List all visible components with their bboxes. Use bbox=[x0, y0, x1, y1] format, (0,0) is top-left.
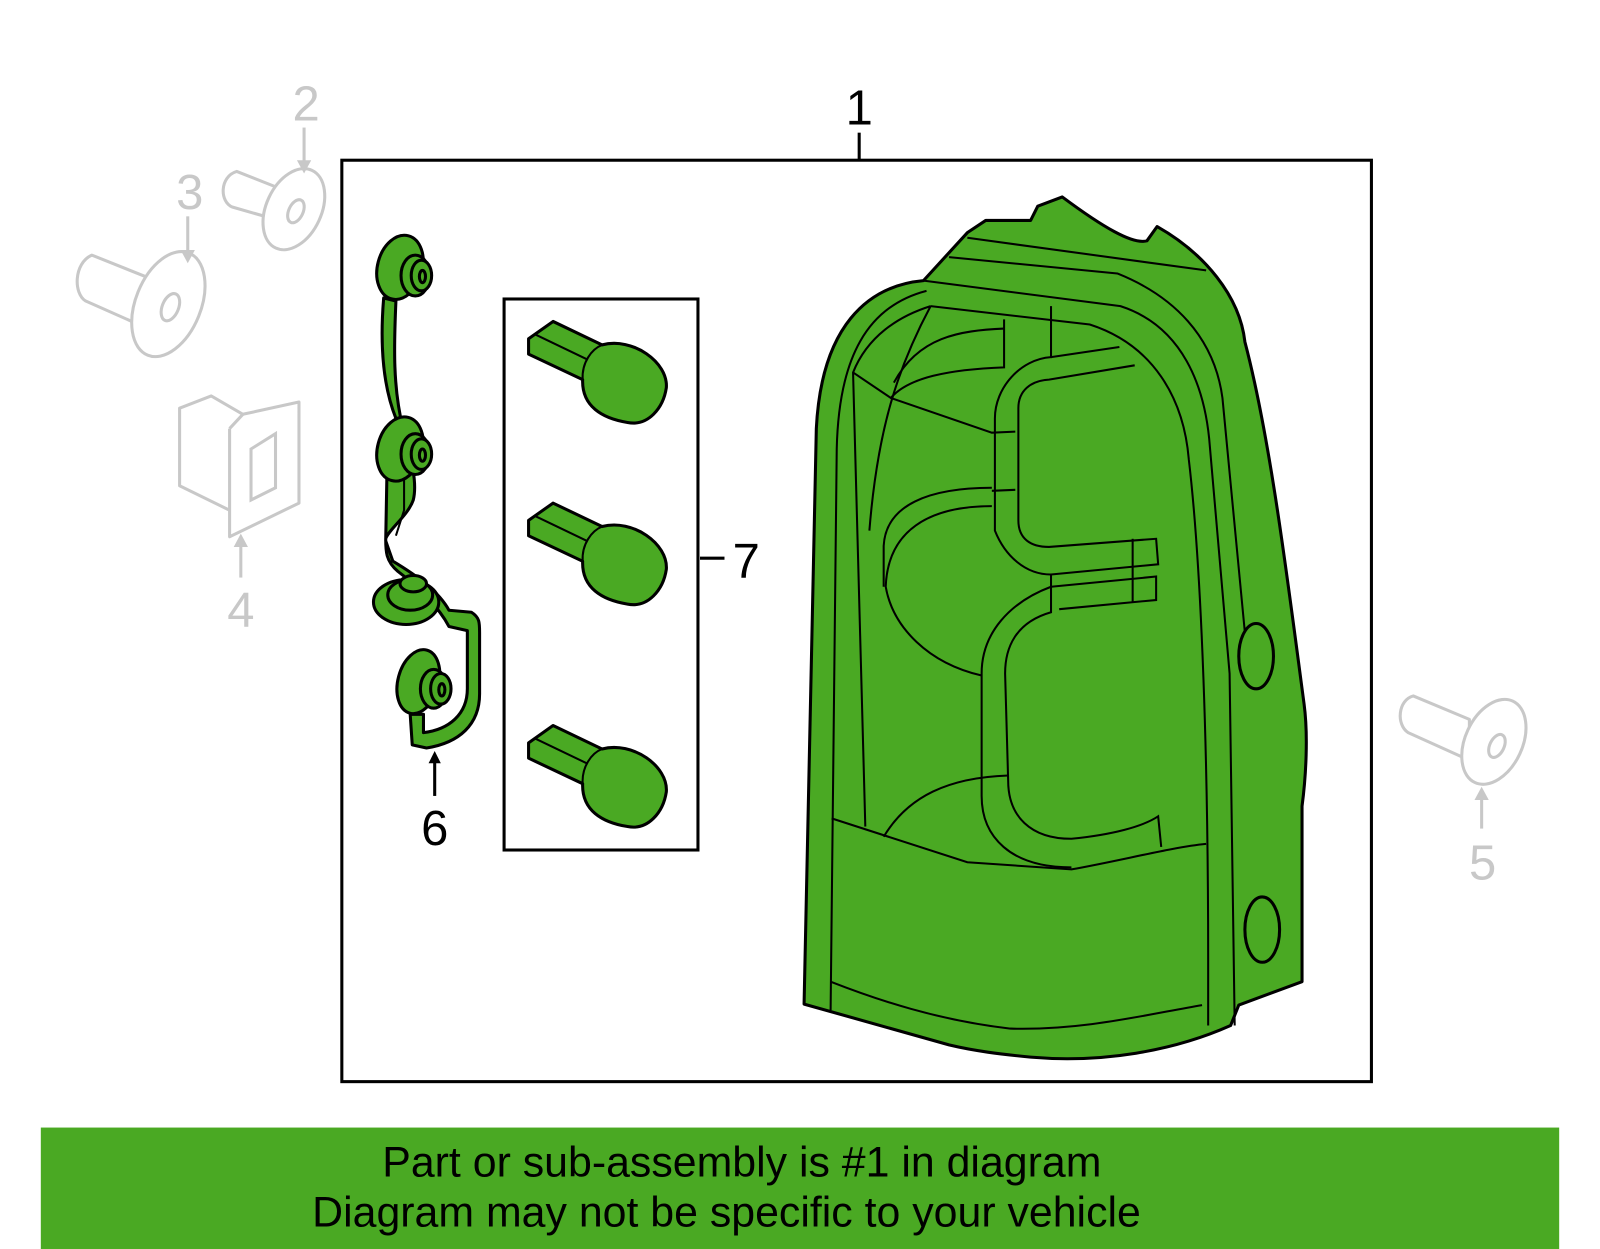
wiring-harness[interactable] bbox=[370, 230, 482, 750]
callout-3[interactable]: 3 bbox=[176, 166, 203, 220]
mount-boss-lower bbox=[1243, 895, 1282, 964]
callout-7[interactable]: 7 bbox=[733, 535, 760, 589]
fastener-5[interactable] bbox=[1398, 689, 1539, 795]
tail-lamp-assembly[interactable] bbox=[802, 195, 1308, 1061]
assembly-frame bbox=[340, 158, 1373, 1084]
banner-line-1: Part or sub-assembly is #1 in diagram bbox=[382, 1139, 1101, 1187]
callout-2[interactable]: 2 bbox=[293, 77, 320, 131]
mount-boss-upper bbox=[1237, 621, 1275, 691]
callout-6[interactable]: 6 bbox=[421, 802, 448, 856]
bulb-2[interactable] bbox=[527, 501, 668, 607]
bulbs-frame bbox=[502, 297, 700, 852]
callout-1[interactable]: 1 bbox=[846, 82, 873, 136]
callout-4[interactable]: 4 bbox=[227, 584, 254, 638]
info-banner: Part or sub-assembly is #1 in diagram Di… bbox=[40, 1127, 1560, 1249]
fastener-3[interactable] bbox=[75, 241, 219, 368]
banner-line-2: Diagram may not be specific to your vehi… bbox=[312, 1189, 1141, 1237]
clip-4[interactable] bbox=[178, 394, 301, 539]
fastener-2[interactable] bbox=[221, 159, 337, 260]
bulb-3[interactable] bbox=[527, 723, 668, 829]
bulb-1[interactable] bbox=[527, 319, 668, 425]
callout-5[interactable]: 5 bbox=[1469, 837, 1496, 891]
